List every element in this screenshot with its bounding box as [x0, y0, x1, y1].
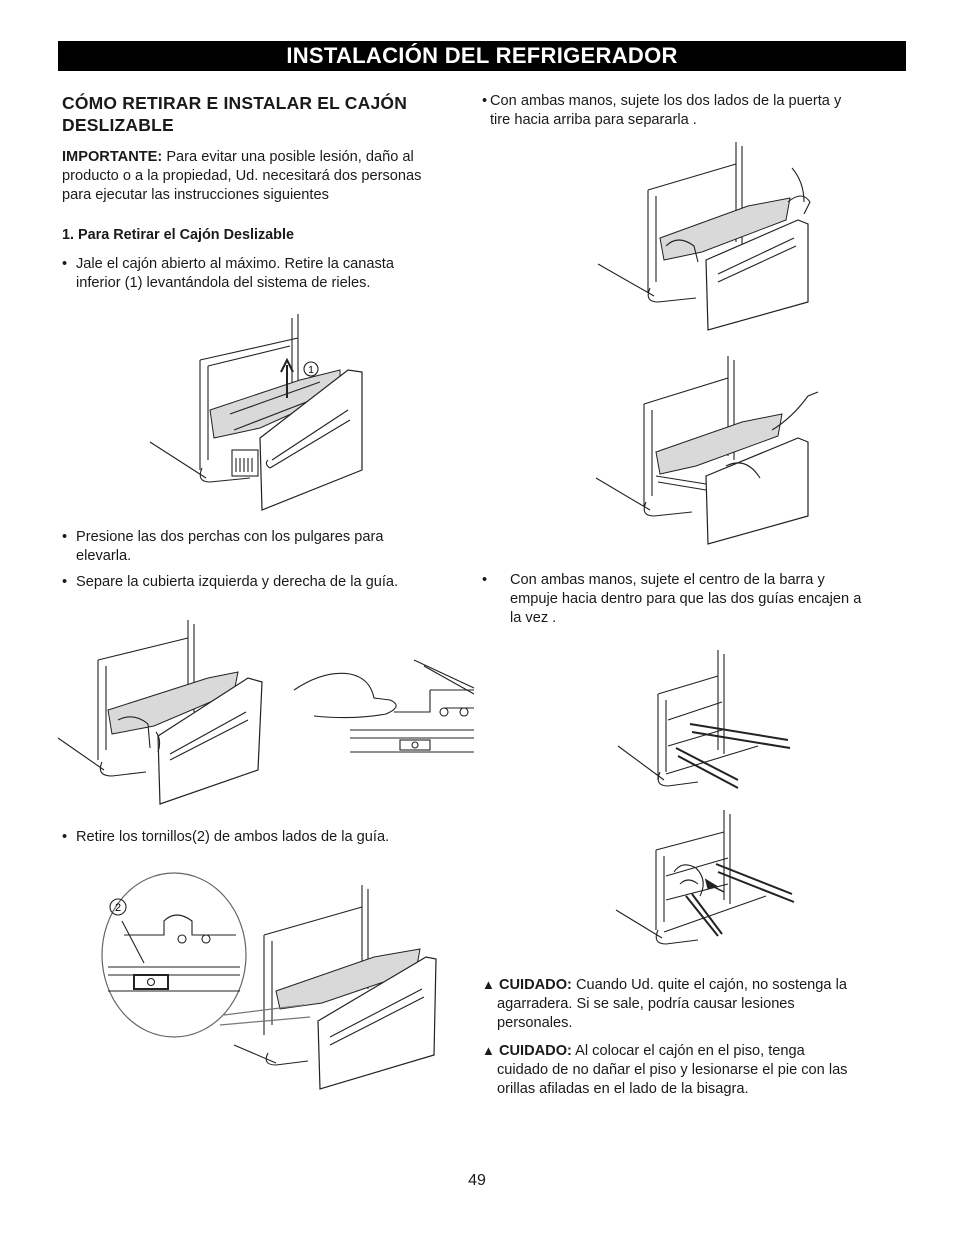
important-note: IMPORTANTE: Para evitar una posible lesi…: [62, 148, 462, 205]
lift-door-illustration: [597, 142, 811, 331]
instruction-text: la vez .: [510, 610, 557, 626]
warning-triangle-icon: ▲: [482, 977, 495, 992]
bullet: •: [482, 572, 488, 588]
section-heading: CÓMO RETIRAR E INSTALAR EL CAJÓN DESLIZA…: [62, 92, 407, 136]
caution-text: Cuando Ud. quite el cajón, no sostenga l…: [571, 977, 847, 993]
lift-rails-illustration: [595, 356, 819, 545]
drawer-basket-illustration: 1: [149, 314, 363, 511]
caution-text: Al colocar el cajón en el piso, tenga: [571, 1043, 805, 1059]
caution-text: personales.: [497, 1015, 573, 1031]
section-banner: INSTALACIÓN DEL REFRIGERADOR: [58, 41, 906, 71]
important-label: IMPORTANTE:: [62, 149, 163, 165]
bullet: •: [62, 829, 68, 845]
bullet: •: [62, 574, 68, 590]
screws-magnified-illustration: 2: [101, 872, 437, 1090]
instruction-pull-drawer: • Jale el cajón abierto al máximo. Retire…: [62, 255, 462, 293]
important-text-3: para ejecutar las instrucciones siguient…: [62, 187, 329, 203]
rails-extended-illustration: [617, 650, 791, 789]
instruction-text: Separe la cubierta izquierda y derecha d…: [76, 574, 399, 590]
instruction-text: Presione las dos perchas con los pulgare…: [76, 529, 384, 545]
callout-2-label: 2: [115, 902, 121, 914]
heading-line-2: DESLIZABLE: [62, 115, 174, 135]
instruction-text: inferior (1) levantándola del sistema de…: [76, 275, 371, 291]
instruction-text: Con ambas manos, sujete el centro de la …: [510, 572, 825, 588]
caution-label: CUIDADO:: [498, 1043, 572, 1059]
instruction-press-hangers: • Presione las dos perchas con los pulgar…: [62, 528, 462, 566]
caution-text: orillas afiladas en el lado de la bisagr…: [497, 1081, 749, 1097]
instruction-remove-screws: • Retire los tornillos(2) de ambos lados …: [62, 828, 462, 847]
instruction-separate-cover: • Separe la cubierta izquierda y derecha …: [62, 573, 462, 592]
instruction-text: tire hacia arriba para separarla .: [490, 112, 697, 128]
caution-text: agarradera. Si se sale, podría causar le…: [497, 996, 795, 1012]
instruction-lift-door: •Con ambas manos, sujete los dos lados d…: [482, 92, 912, 130]
step-1-title: 1. Para Retirar el Cajón Deslizable: [62, 227, 294, 243]
bullet: •: [62, 256, 68, 272]
warning-triangle-icon: ▲: [482, 1043, 495, 1058]
bullet: •: [482, 93, 488, 109]
instruction-text: Retire los tornillos(2) de ambos lados d…: [76, 829, 390, 845]
instruction-text: empuje hacia dentro para que las dos guí…: [510, 591, 862, 607]
instruction-text: Con ambas manos, sujete los dos lados de…: [490, 93, 842, 109]
callout-1-label: 1: [308, 365, 314, 376]
push-bar-illustration: [615, 810, 795, 945]
caution-floor: ▲ CUIDADO: Al colocar el cajón en el pis…: [482, 1041, 912, 1099]
caution-label: CUIDADO:: [498, 977, 572, 993]
important-text-2: producto o a la propiedad, Ud. necesitar…: [62, 168, 422, 184]
heading-line-1: CÓMO RETIRAR E INSTALAR EL CAJÓN: [62, 93, 408, 113]
instruction-text: elevarla.: [76, 548, 132, 564]
page-number: 49: [468, 1172, 486, 1189]
instruction-push-bar: • Con ambas manos, sujete el centro de la…: [482, 571, 912, 628]
important-text-1: Para evitar una posible lesión, daño al: [162, 149, 414, 165]
caution-text: cuidado de no dañar el piso y lesionarse…: [497, 1062, 848, 1078]
instruction-text: Jale el cajón abierto al máximo. Retire …: [76, 256, 394, 272]
rail-detail-illustration: [293, 659, 475, 753]
separate-cover-illustration: [57, 620, 263, 805]
bullet: •: [62, 529, 68, 545]
caution-handle: ▲ CUIDADO: Cuando Ud. quite el cajón, no…: [482, 975, 912, 1033]
